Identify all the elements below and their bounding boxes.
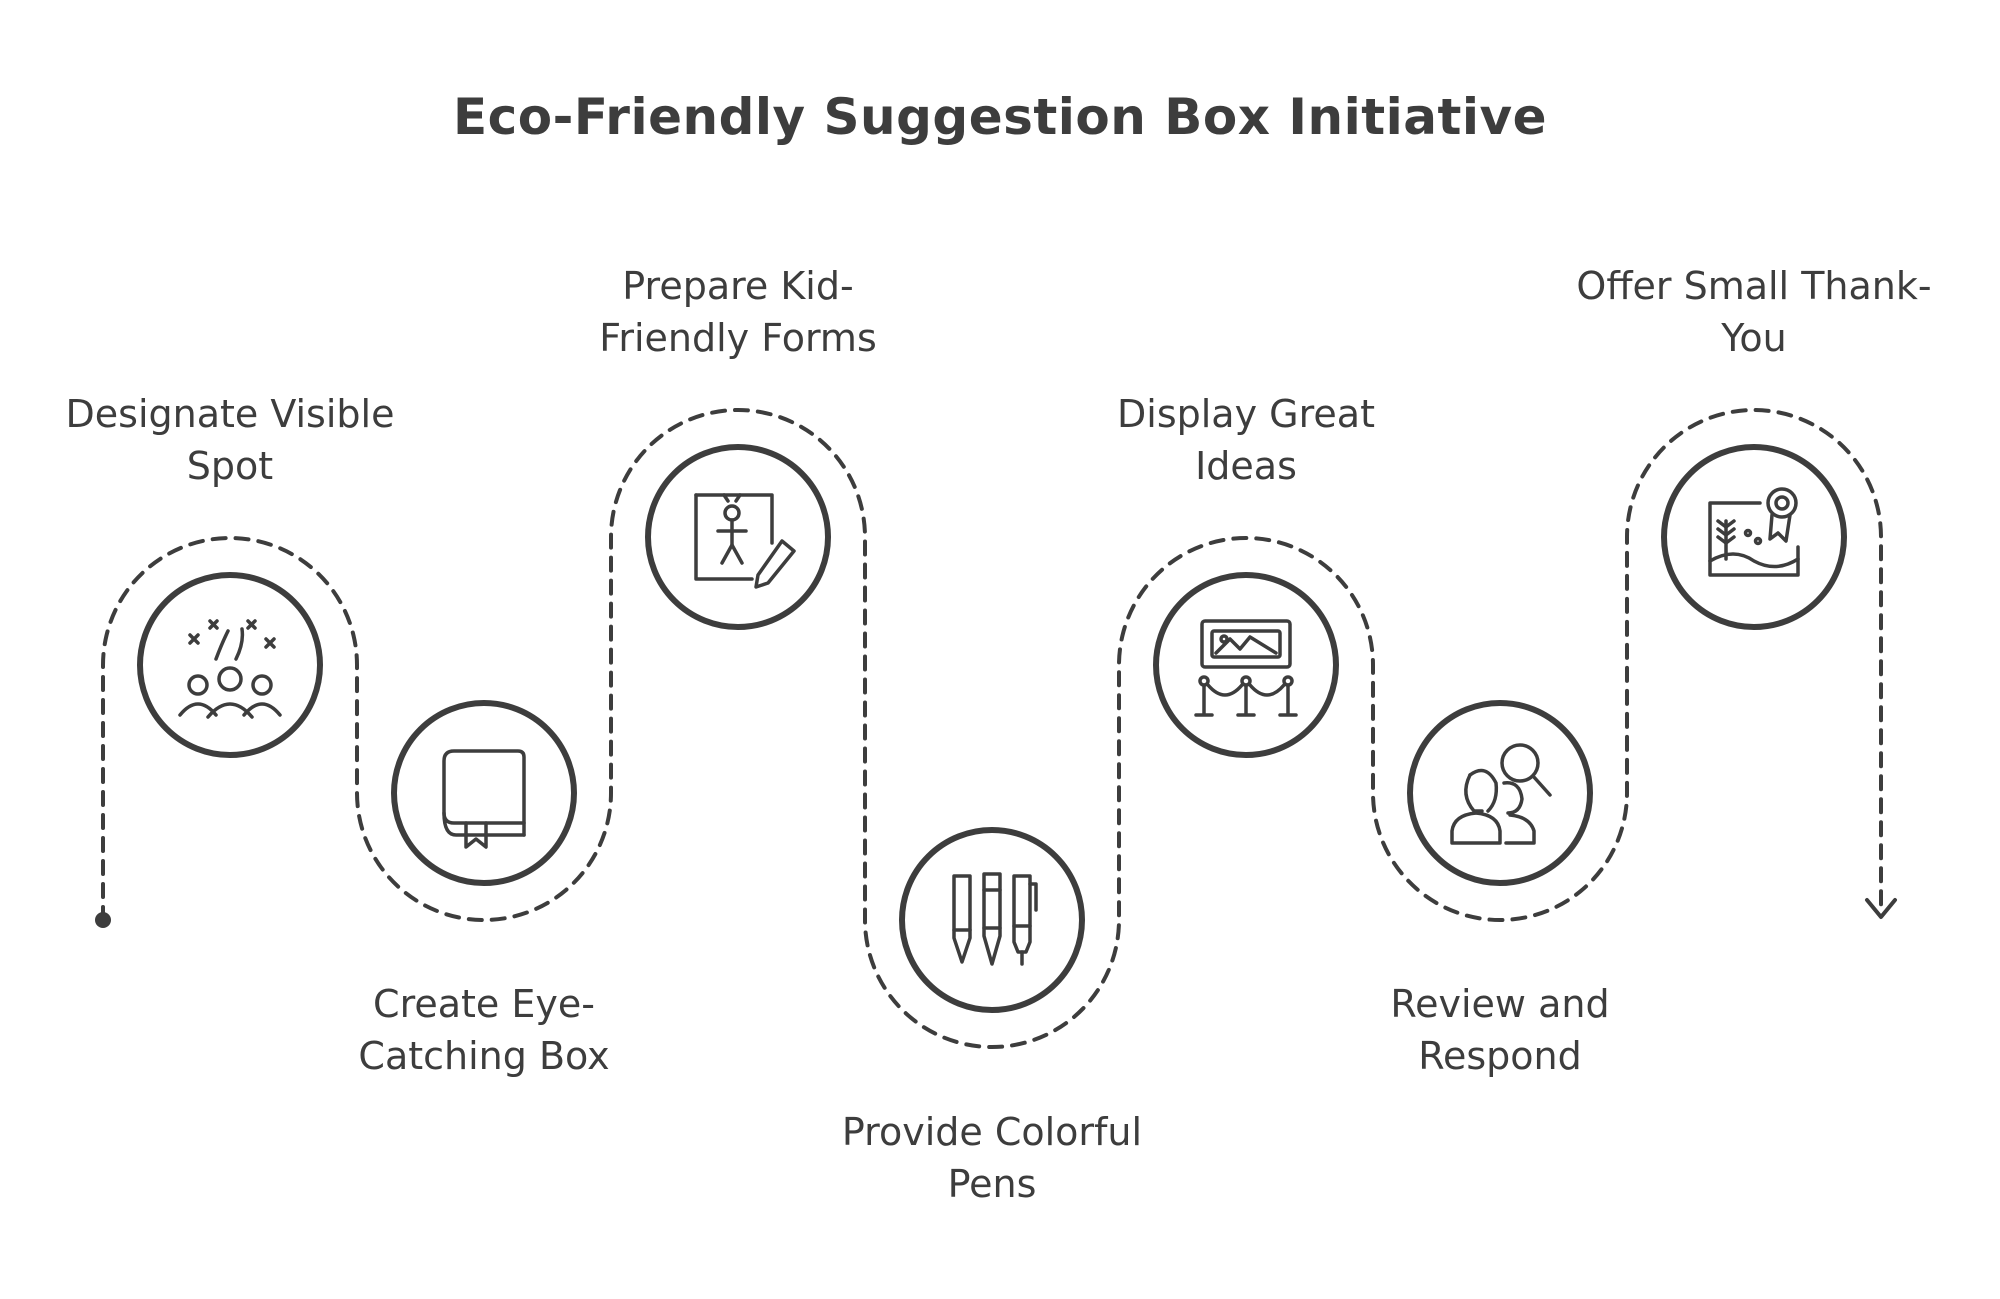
step-7-node xyxy=(1661,444,1847,630)
step-4-node xyxy=(899,827,1085,1013)
step-4-label: Provide Colorful Pens xyxy=(841,1110,1143,1206)
exhibit-display-icon xyxy=(1194,619,1298,717)
process-path xyxy=(101,408,1883,1049)
step-7-label: Offer Small Thank- You xyxy=(1576,264,1932,360)
step-6-node xyxy=(1407,700,1593,886)
step-2-label: Create Eye- Catching Box xyxy=(358,982,610,1078)
path-end-arrow-icon xyxy=(1865,898,1897,919)
step-2-node xyxy=(391,700,577,886)
diagram-title: Eco-Friendly Suggestion Box Initiative xyxy=(452,88,1548,146)
step-1-node xyxy=(137,572,323,758)
people-search-icon xyxy=(1450,743,1552,845)
crowd-celebration-icon xyxy=(178,619,282,719)
step-1-label: Designate Visible Spot xyxy=(65,392,395,488)
step-3-label: Prepare Kid- Friendly Forms xyxy=(599,264,877,360)
certificate-award-icon xyxy=(1708,487,1800,577)
step-6-label: Review and Respond xyxy=(1390,982,1610,1078)
path-start-dot xyxy=(95,912,111,928)
box-book-icon xyxy=(442,749,526,849)
child-drawing-icon xyxy=(694,493,796,589)
step-5-node xyxy=(1153,572,1339,758)
pens-icon xyxy=(952,872,1038,966)
step-3-node xyxy=(645,444,831,630)
step-5-label: Display Great Ideas xyxy=(1117,392,1375,488)
